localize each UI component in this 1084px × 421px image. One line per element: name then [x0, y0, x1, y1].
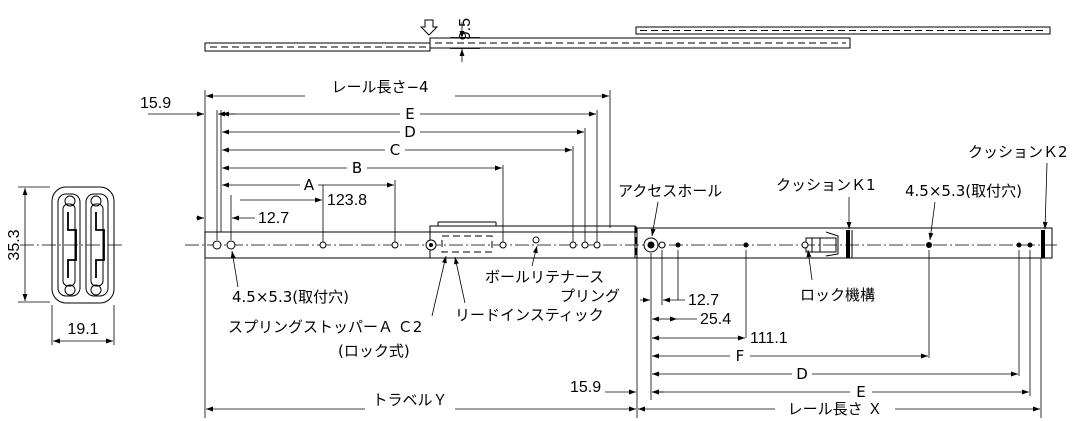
mounting-hole-left-label: 4.5×5.3(取付穴) [232, 288, 349, 306]
dim-15-9-left: 15.9 [140, 95, 171, 112]
dim-E-bottom: E [856, 383, 865, 401]
lock-mechanism-icon [801, 231, 839, 257]
left-callouts: 4.5×5.3(取付穴) スプリングストッパーＡ Ｃ2 (ロック式) ボールリテ… [228, 245, 620, 360]
spring-stopper-label: スプリングストッパーＡ Ｃ2 [228, 318, 422, 336]
top-extended-view: 9.5 [204, 18, 1051, 62]
lead-in-stick-label: リードインスティック [455, 306, 604, 324]
cushion-k1-label: クッションＫ1 [776, 176, 876, 194]
lock-type-label: (ロック式) [338, 342, 410, 360]
rail-length-x-label: レール長さ Ｘ [788, 400, 883, 418]
mounting-hole-right-label: 4.5×5.3(取付穴) [905, 182, 1022, 200]
dim-D-bottom: D [796, 365, 808, 383]
dim-35-3: 35.3 [6, 229, 23, 260]
rail-length-minus-4-label: レール長さ−4 [331, 78, 428, 96]
right-callouts: アクセスホール クッションＫ1 クッションＫ2 4.5×5.3(取付穴) ロック… [618, 143, 1068, 304]
dim-A-top: A [304, 176, 315, 194]
cross-section: 35.3 19.1 [6, 186, 125, 345]
upper-dimensions: レール長さ−4 15.9 E D C B A 123.8 12.7 [140, 78, 611, 242]
dim-12-7-right: 12.7 [688, 292, 719, 309]
dim-12-7-left: 12.7 [258, 210, 289, 227]
travel-y-label: トラベルＹ [372, 391, 447, 409]
dim-111-1: 111.1 [750, 330, 788, 347]
dim-19-1: 19.1 [67, 321, 98, 338]
down-arrow-icon [419, 19, 439, 36]
spring-label: プリング [560, 287, 620, 305]
dim-E-top: E [405, 105, 414, 123]
dim-F-bottom: F [736, 347, 745, 365]
dim-D-top: D [404, 123, 416, 141]
dim-15-9-right: 15.9 [570, 379, 601, 396]
ball-retainer-label: ボールリテナース [485, 268, 604, 286]
lock-mechanism-label: ロック機構 [800, 286, 875, 304]
lower-dimensions: 12.7 25.4 111.1 F D E 15.9 トラベルＹ レー [204, 250, 1042, 418]
dim-C-top: C [390, 141, 400, 159]
dim-9-5: 9.5 [457, 18, 474, 40]
dim-123-8: 123.8 [327, 192, 367, 209]
main-rail [185, 221, 1060, 259]
cushion-k2-label: クッションＫ2 [968, 143, 1068, 161]
dim-25-4: 25.4 [700, 311, 731, 328]
dim-B-top: B [352, 159, 362, 177]
access-hole-label: アクセスホール [618, 182, 722, 200]
